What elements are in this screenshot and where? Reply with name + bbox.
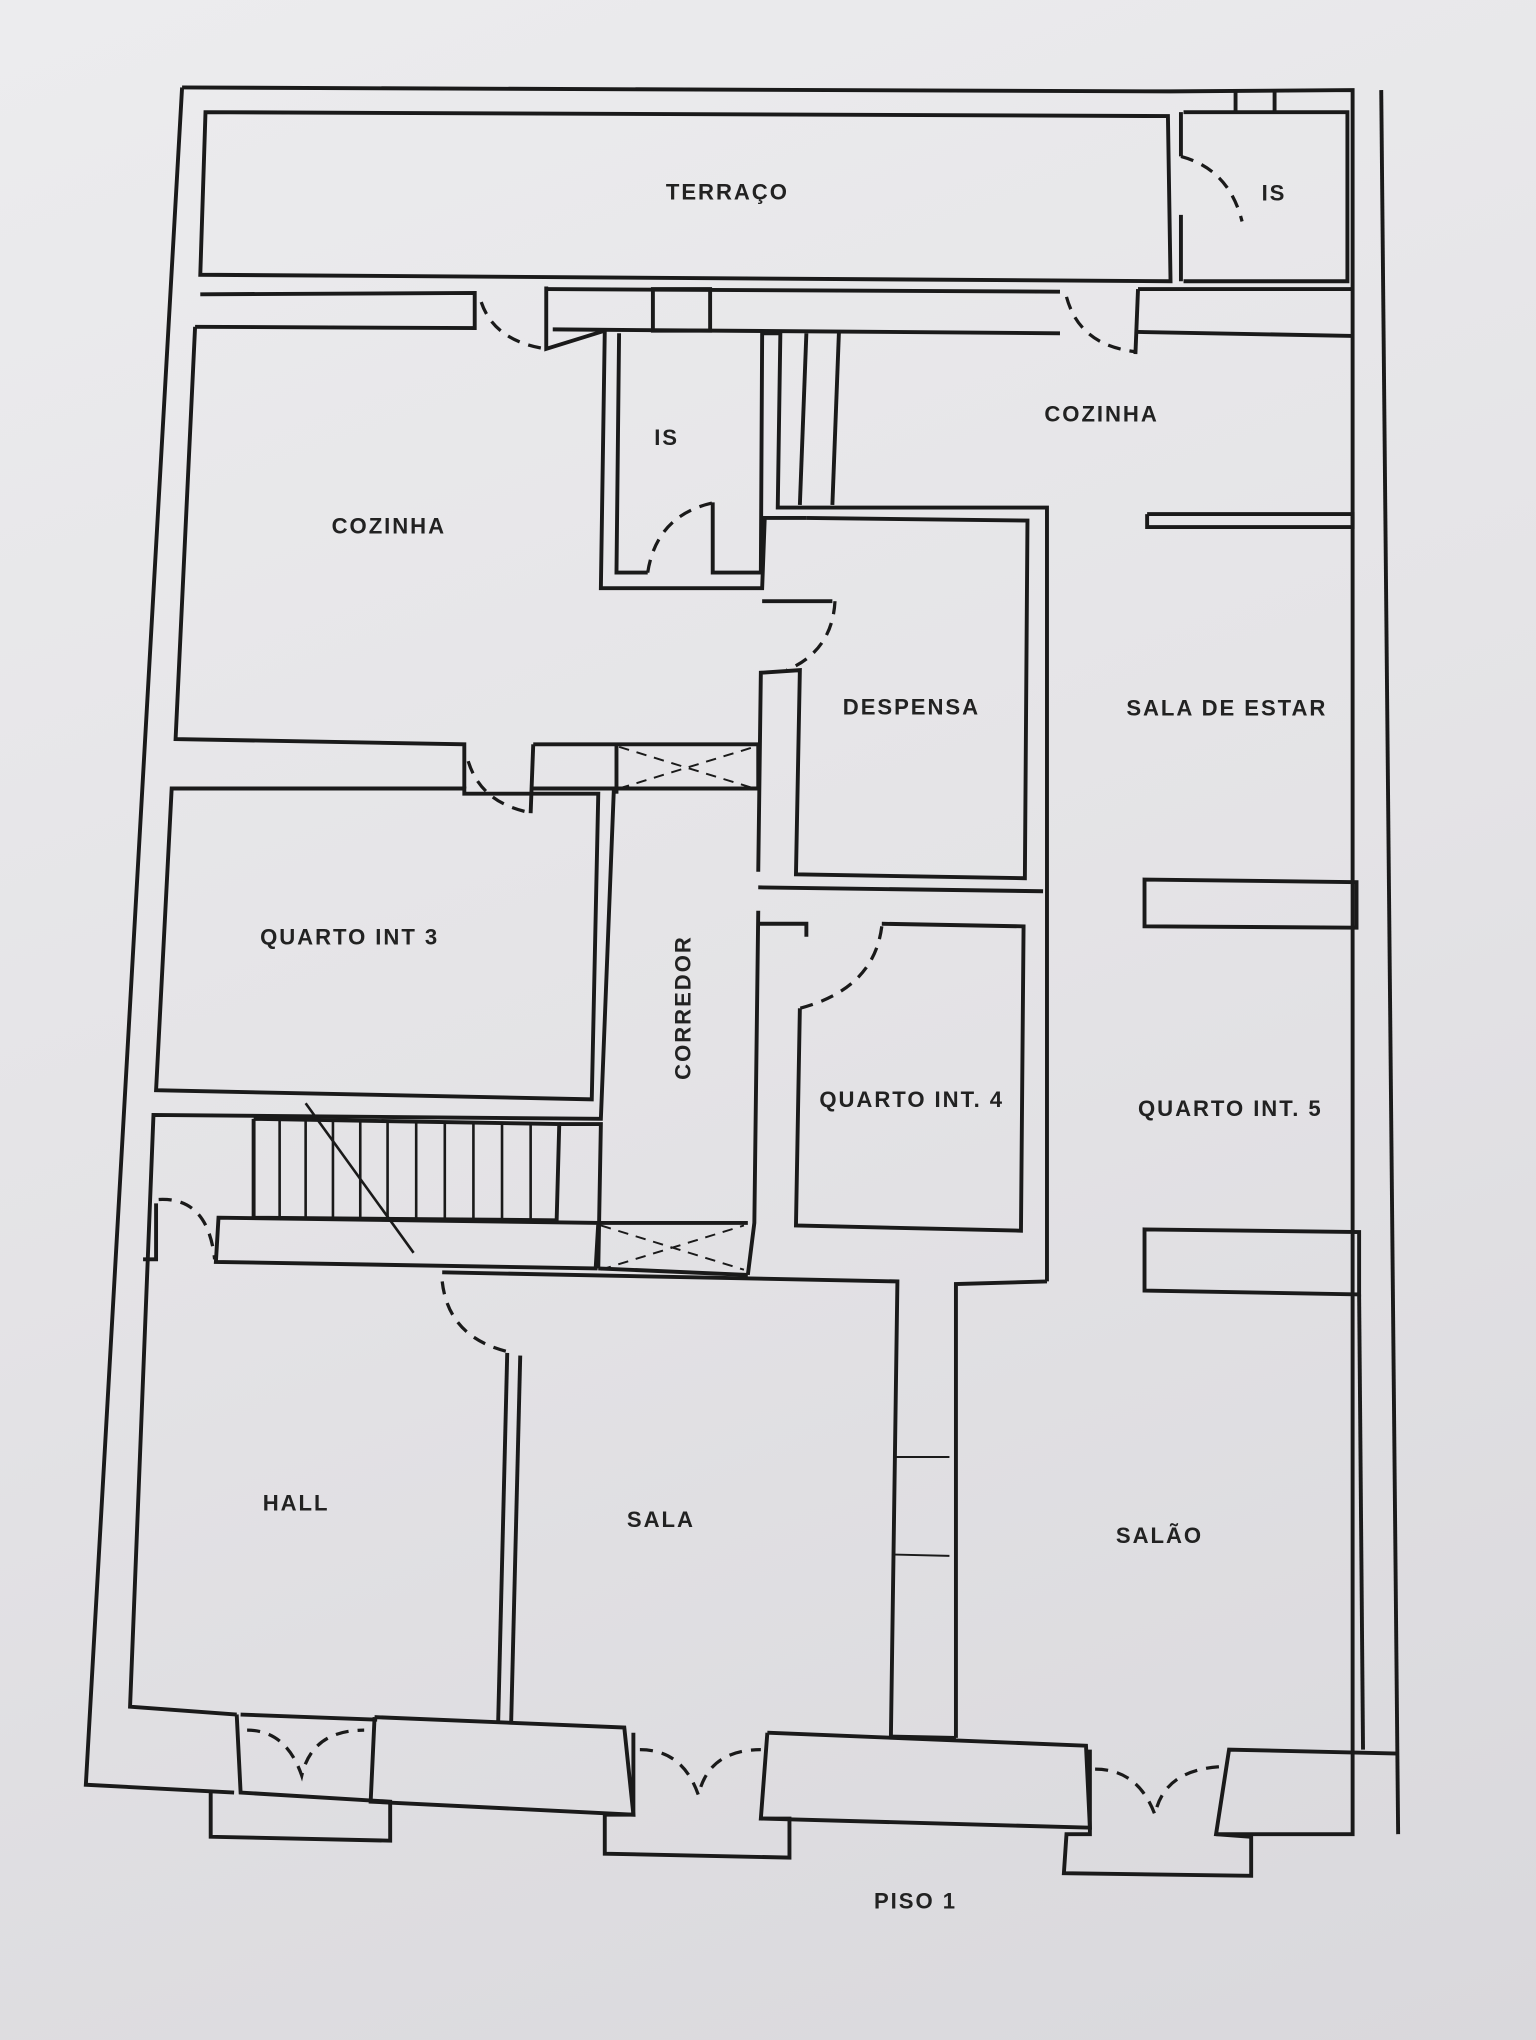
label-is-top: IS	[1262, 181, 1287, 206]
doors	[158, 154, 1244, 1821]
label-terraco: TERRAÇO	[666, 179, 789, 204]
room-labels: TERRAÇO IS COZINHA IS COZINHA DESPENSA S…	[260, 179, 1327, 1913]
plan-title: PISO 1	[874, 1888, 957, 1913]
label-sala-de-estar: SALA DE ESTAR	[1126, 696, 1327, 721]
label-cozinha-right: COZINHA	[1044, 402, 1158, 427]
label-despensa: DESPENSA	[843, 694, 980, 719]
label-sala: SALA	[627, 1507, 695, 1532]
label-cozinha-left: COZINHA	[332, 514, 446, 539]
label-corredor: CORREDOR	[671, 935, 696, 1080]
label-salao: SALÃO	[1116, 1523, 1203, 1548]
label-quarto-int-3: QUARTO INT 3	[260, 925, 439, 950]
label-quarto-int-4: QUARTO INT. 4	[819, 1087, 1004, 1112]
label-hall: HALL	[263, 1490, 330, 1515]
label-quarto-int-5: QUARTO INT. 5	[1138, 1096, 1323, 1121]
label-is-mid: IS	[654, 425, 679, 450]
walls	[83, 85, 1401, 1878]
